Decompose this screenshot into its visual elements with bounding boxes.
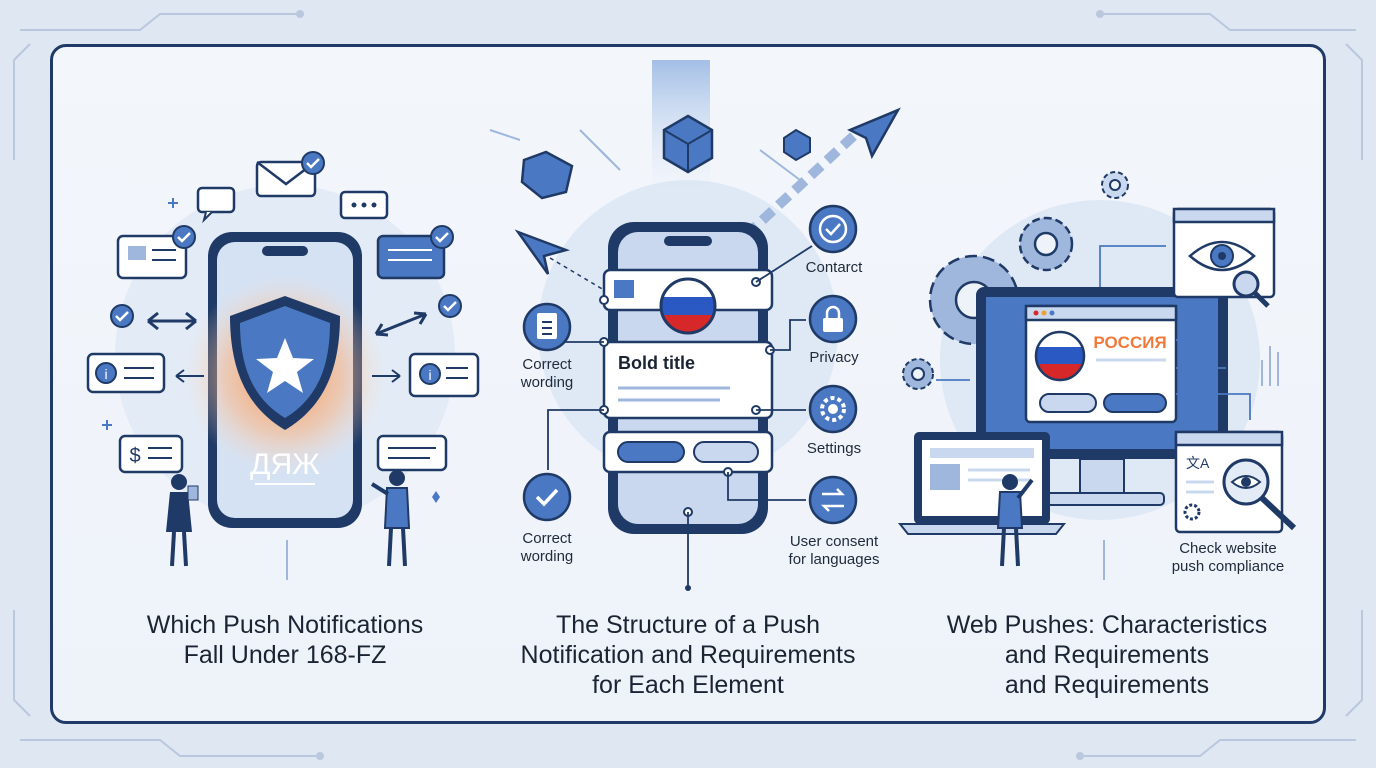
caption-line: and Requirements bbox=[1004, 671, 1210, 699]
browser-text: РОССИЯ bbox=[1093, 333, 1166, 352]
caption-line: Fall Under 168-FZ bbox=[183, 641, 387, 669]
label-line: for languages bbox=[788, 551, 880, 568]
label-settings: Settings bbox=[806, 440, 862, 457]
cube-icon bbox=[662, 114, 714, 174]
magnifier-icon bbox=[1222, 458, 1297, 531]
info-icon: i bbox=[86, 352, 166, 394]
browser-window: РОССИЯ bbox=[1024, 304, 1178, 424]
gear-icon bbox=[1018, 216, 1074, 272]
magnifier-icon bbox=[1232, 270, 1270, 308]
check-window: 文A bbox=[1174, 430, 1284, 534]
label-line: wording bbox=[520, 374, 574, 391]
label-line: wording bbox=[520, 548, 574, 565]
panel-3-caption: Web Pushes: Characteristics and Requirem… bbox=[912, 610, 1302, 700]
dollar-icon: $ bbox=[118, 434, 184, 474]
action-button-primary[interactable] bbox=[617, 441, 685, 463]
caption-line: Notification and Requirements bbox=[520, 641, 856, 669]
shield-star-icon bbox=[230, 296, 340, 430]
panel-1-caption: Which Push Notifications Fall Under 168-… bbox=[110, 610, 460, 670]
paper-plane-icon bbox=[846, 107, 901, 160]
eye-icon bbox=[1188, 240, 1256, 272]
person-man bbox=[370, 470, 411, 567]
russian-flag-icon bbox=[1034, 330, 1086, 382]
person-man bbox=[996, 474, 1034, 567]
paper-plane-icon bbox=[514, 229, 571, 275]
label-privacy: Privacy bbox=[809, 349, 859, 366]
action-button-secondary[interactable] bbox=[693, 441, 759, 463]
check-icon bbox=[110, 304, 134, 328]
label-line: User consent bbox=[789, 533, 879, 550]
gear-icon bbox=[902, 358, 934, 390]
lock-icon bbox=[808, 294, 858, 344]
label-contact: Contarct bbox=[805, 259, 863, 276]
check-icon bbox=[430, 225, 454, 249]
caption-line: Which Push Notifications bbox=[146, 611, 424, 639]
chat-bubble-icon bbox=[116, 234, 188, 280]
label-line: Correct bbox=[522, 530, 572, 547]
info-icon: i bbox=[408, 352, 480, 398]
svg-text:i: i bbox=[104, 366, 107, 382]
browser-button-secondary[interactable] bbox=[1039, 393, 1097, 413]
label-correct-wording-bottom: Correct wording bbox=[503, 530, 591, 566]
label-line: push compliance bbox=[1171, 558, 1285, 575]
svg-text:i: i bbox=[428, 367, 431, 383]
label-line: Correct bbox=[522, 356, 572, 373]
label-check-compliance: Check website push compliance bbox=[1160, 540, 1296, 576]
gear-icon bbox=[1101, 171, 1129, 199]
label-correct-wording-top: Correct wording bbox=[503, 356, 591, 392]
svg-text:文A: 文A bbox=[1186, 455, 1210, 471]
caption-line: and Requirements bbox=[1004, 641, 1210, 669]
card-title: Bold title bbox=[618, 353, 695, 373]
label-user-consent: User consent for languages bbox=[770, 533, 898, 569]
svg-text:$: $ bbox=[129, 445, 140, 467]
shield-text: ДЯЖ bbox=[250, 448, 320, 481]
cube-icon bbox=[520, 150, 574, 200]
check-icon bbox=[438, 294, 462, 318]
label-line: Check website bbox=[1179, 540, 1277, 557]
cube-icon bbox=[783, 128, 811, 162]
russian-flag-icon bbox=[659, 277, 717, 335]
check-icon bbox=[301, 151, 325, 175]
target-icon bbox=[808, 204, 858, 254]
panel-2-caption: The Structure of a Push Notification and… bbox=[488, 610, 888, 700]
gear-icon bbox=[808, 384, 858, 434]
chat-bubble-icon bbox=[376, 234, 446, 280]
chat-bubble-icon bbox=[376, 434, 448, 472]
chat-bubble-icon bbox=[196, 186, 236, 224]
swap-arrows-icon bbox=[808, 475, 858, 525]
caption-line: for Each Element bbox=[592, 671, 784, 699]
browser-button-primary[interactable] bbox=[1103, 393, 1167, 413]
caption-line: Web Pushes: Characteristics bbox=[946, 611, 1268, 639]
clipboard-icon bbox=[522, 302, 572, 352]
chat-bubble-icon bbox=[339, 190, 389, 220]
person-woman bbox=[166, 474, 199, 567]
check-icon bbox=[172, 225, 196, 249]
caption-line: The Structure of a Push bbox=[555, 611, 821, 639]
check-icon bbox=[522, 472, 572, 522]
laptop bbox=[897, 432, 1067, 535]
